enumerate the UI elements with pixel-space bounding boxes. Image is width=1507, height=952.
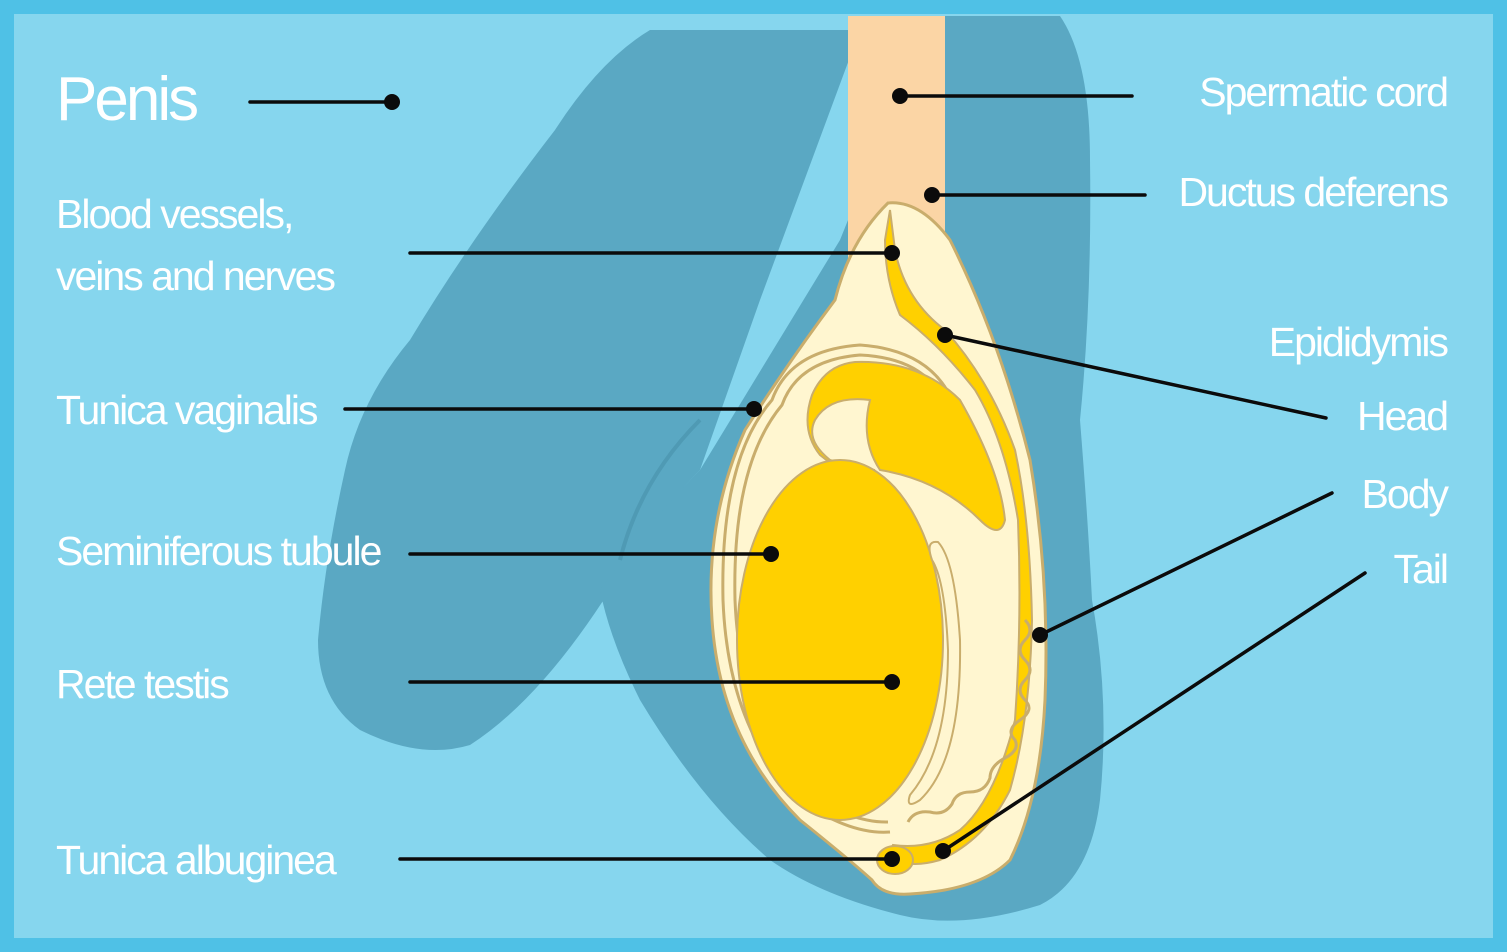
- dot-spermatic-cord: [892, 88, 908, 104]
- label-epididymis: Epididymis: [1268, 319, 1449, 365]
- label-tunica-albuginea: Tunica albuginea: [56, 837, 337, 883]
- penis-silhouette: [318, 30, 860, 750]
- dot-ductus-deferens: [924, 187, 940, 203]
- dot-blood-vessels: [884, 245, 900, 261]
- label-blood-vessels-line2: veins and nerves: [56, 253, 336, 299]
- label-seminiferous-tubule: Seminiferous tubule: [56, 528, 382, 574]
- dot-rete-testis: [884, 674, 900, 690]
- dot-tail: [935, 843, 951, 859]
- silhouette-fold: [618, 418, 702, 561]
- dot-head: [937, 327, 953, 343]
- leader-head: [943, 333, 1328, 420]
- label-blood-vessels-line1: Blood vessels,: [56, 191, 294, 237]
- label-body: Body: [1361, 471, 1449, 517]
- leader-tail: [941, 571, 1367, 853]
- rete-testis-slot: [907, 540, 962, 805]
- label-tail: Tail: [1393, 546, 1449, 592]
- testis-body-shape: [736, 459, 944, 821]
- upper-lobe-shape: [806, 360, 1007, 531]
- dot-tunica-albuginea: [884, 851, 900, 867]
- dot-body: [1032, 627, 1048, 643]
- label-penis: Penis: [56, 65, 199, 134]
- label-ductus-deferens: Ductus deferens: [1178, 169, 1449, 215]
- dot-tunica-vaginalis: [746, 401, 762, 417]
- label-rete-testis: Rete testis: [56, 661, 230, 707]
- epididymis-tail-coils: [906, 618, 1032, 823]
- label-spermatic-cord: Spermatic cord: [1199, 69, 1449, 115]
- label-head: Head: [1356, 393, 1449, 439]
- label-tunica-vaginalis: Tunica vaginalis: [56, 387, 318, 433]
- leader-body: [1038, 491, 1334, 637]
- dot-seminiferous-tubule: [763, 546, 779, 562]
- dot-penis: [384, 94, 400, 110]
